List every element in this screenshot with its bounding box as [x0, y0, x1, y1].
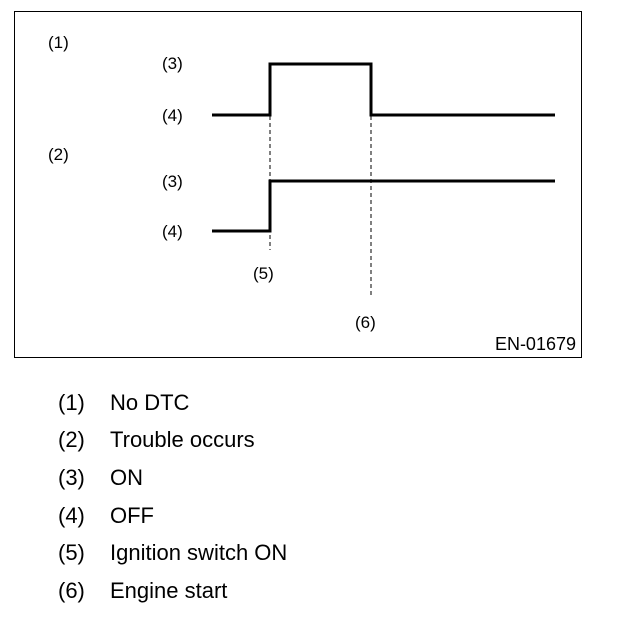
legend-number: (1) — [58, 389, 85, 415]
legend-item: (6) Engine start — [58, 572, 287, 610]
figure-id: EN-01679 — [495, 334, 576, 354]
signal-trouble-occurs-label: (2) — [48, 145, 69, 164]
ignition-switch-on-label: (5) — [253, 264, 274, 283]
legend-text: Engine start — [110, 577, 228, 603]
legend-item: (3) ON — [58, 459, 287, 497]
legend-item: (5) Ignition switch ON — [58, 534, 287, 572]
signal-trouble-occurs-on-label: (3) — [162, 172, 183, 191]
legend-item: (2) Trouble occurs — [58, 422, 287, 460]
legend-number: (3) — [58, 464, 85, 490]
legend-text: Ignition switch ON — [110, 540, 288, 566]
signal-no-dtc-label: (1) — [48, 33, 69, 52]
legend-text: OFF — [110, 502, 154, 528]
legend-text: ON — [110, 464, 143, 490]
legend-number: (2) — [58, 427, 85, 453]
legend-number: (6) — [58, 577, 85, 603]
legend-item: (1) No DTC — [58, 384, 287, 422]
signal-trouble-occurs-waveform — [212, 179, 555, 233]
signal-no-dtc-off-label: (4) — [162, 106, 183, 125]
legend-text: Trouble occurs — [110, 427, 255, 453]
legend-text: No DTC — [110, 389, 190, 415]
legend-item: (4) OFF — [58, 497, 287, 535]
engine-start-label: (6) — [355, 313, 376, 332]
signal-no-dtc-waveform — [212, 62, 555, 117]
signal-trouble-occurs-off-label: (4) — [162, 222, 183, 241]
legend-number: (5) — [58, 540, 85, 566]
legend-number: (4) — [58, 502, 85, 528]
timing-diagram-frame — [14, 11, 582, 358]
legend: (1) No DTC (2) Trouble occurs (3) ON (4)… — [58, 384, 287, 610]
signal-no-dtc-on-label: (3) — [162, 54, 183, 73]
